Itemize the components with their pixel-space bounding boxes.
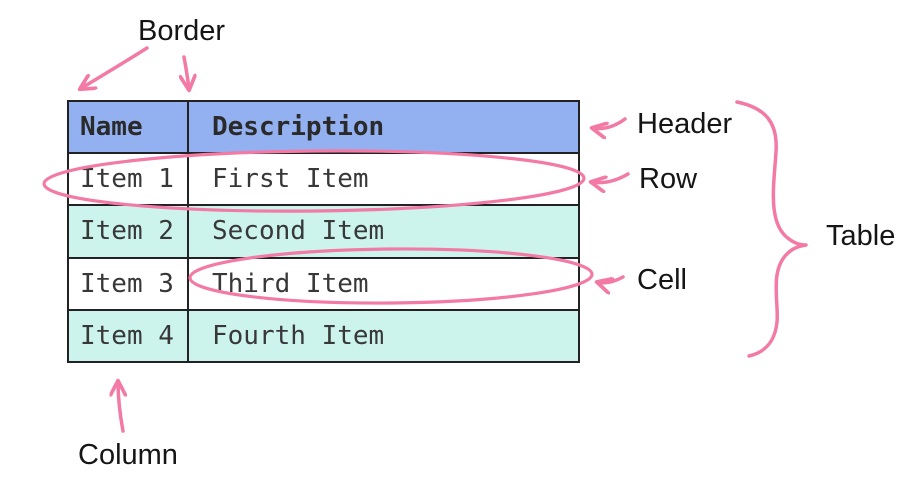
column-label: Column [78,439,178,471]
cell-name: Item 1 [67,151,189,207]
table-header-row: Name Description [67,100,580,154]
down-left-arrow-icon [80,46,149,89]
column-header-description: Description [187,100,580,154]
table-row: Item 3 Third Item [67,256,580,311]
cell-name: Item 3 [67,256,189,311]
left-arrow-icon [591,172,630,183]
cell-description: Second Item [187,204,580,259]
row-label: Row [639,163,698,195]
curly-brace-icon [735,100,808,358]
cell-description: First Item [187,151,580,207]
demo-table: Name Description Item 1 First Item Item … [67,100,580,364]
border-label: Border [138,15,226,47]
cell-description: Fourth Item [187,308,580,364]
down-arrow-icon [184,55,189,90]
header-label: Header [637,108,733,140]
left-arrow-icon [592,117,627,129]
up-arrow-icon [118,381,123,433]
table-row: Item 1 First Item [67,151,580,207]
table-row: Item 2 Second Item [67,204,580,259]
cell-label: Cell [637,264,687,296]
table-row: Item 4 Fourth Item [67,308,580,364]
cell-description: Third Item [187,256,580,311]
column-header-name: Name [67,100,189,154]
table-label: Table [826,220,896,252]
cell-name: Item 4 [67,308,189,364]
left-arrow-icon [597,275,625,283]
cell-name: Item 2 [67,204,189,259]
